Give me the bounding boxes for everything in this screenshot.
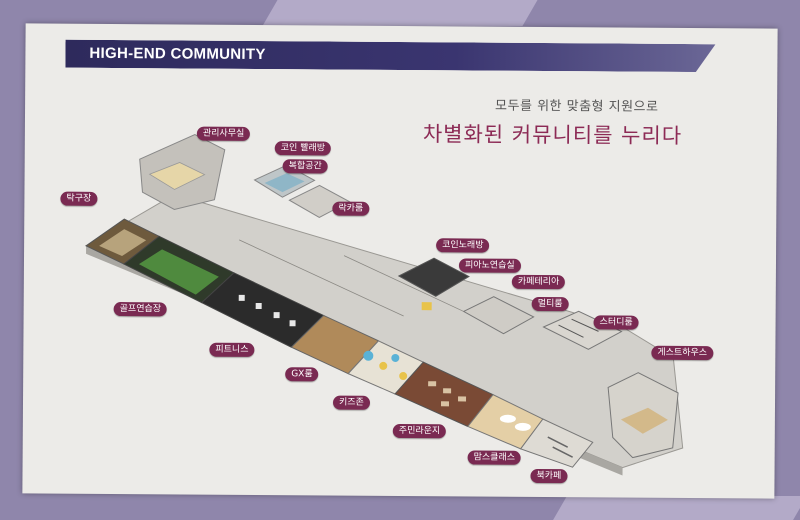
label-study: 스터디룸 <box>593 315 639 330</box>
background-stripe <box>262 0 538 26</box>
fitness-equipment <box>238 294 296 327</box>
lounge-furniture <box>428 381 467 407</box>
label-coin-laundry: 코인 빨래방 <box>274 141 332 156</box>
label-gx-room: GX룸 <box>285 367 319 382</box>
label-guesthouse: 게스트하우스 <box>651 345 714 361</box>
table-tennis-floor <box>99 229 147 257</box>
label-multipurpose: 멀티룸 <box>531 296 569 312</box>
management-room <box>148 162 206 190</box>
label-coin-karaoke: 코인노래방 <box>436 238 490 253</box>
coin-karaoke-room <box>397 257 470 297</box>
study-desks <box>558 318 599 338</box>
label-piano-room: 피아노연습실 <box>458 258 521 273</box>
background-stripe <box>553 496 800 520</box>
karaoke-light <box>421 302 432 311</box>
cafeteria-room <box>462 296 535 335</box>
label-fitness: 피트니스 <box>209 342 255 357</box>
label-lounge: 주민라운지 <box>392 423 447 439</box>
label-table-tennis: 탁구장 <box>60 191 98 206</box>
laundry-water <box>264 173 305 193</box>
brochure-page: HIGH-END COMMUNITY 모두를 위한 맞춤형 지원으로 차별화된 … <box>22 23 778 499</box>
label-kids-zone: 키즈존 <box>332 395 370 410</box>
kids-toys <box>363 350 408 381</box>
label-cafe: 카페테리아 <box>511 274 566 290</box>
label-book-cafe: 북카페 <box>530 468 568 484</box>
golf-green <box>138 249 219 295</box>
label-golf-practice: 골프연습장 <box>113 302 168 317</box>
guesthouse-floor <box>620 407 668 434</box>
label-classroom: 맘스클래스 <box>467 450 522 465</box>
label-multi-space: 복합공간 <box>282 159 328 174</box>
book-cafe-room <box>519 418 594 468</box>
classroom-tables <box>499 414 531 431</box>
study-room <box>542 310 623 350</box>
book-cafe-shelves <box>547 436 573 458</box>
label-locker: 락카룸 <box>332 201 370 216</box>
community-floor-plan <box>84 134 684 476</box>
label-management-office: 관리사무실 <box>196 126 251 141</box>
corridor-walls <box>238 239 464 317</box>
